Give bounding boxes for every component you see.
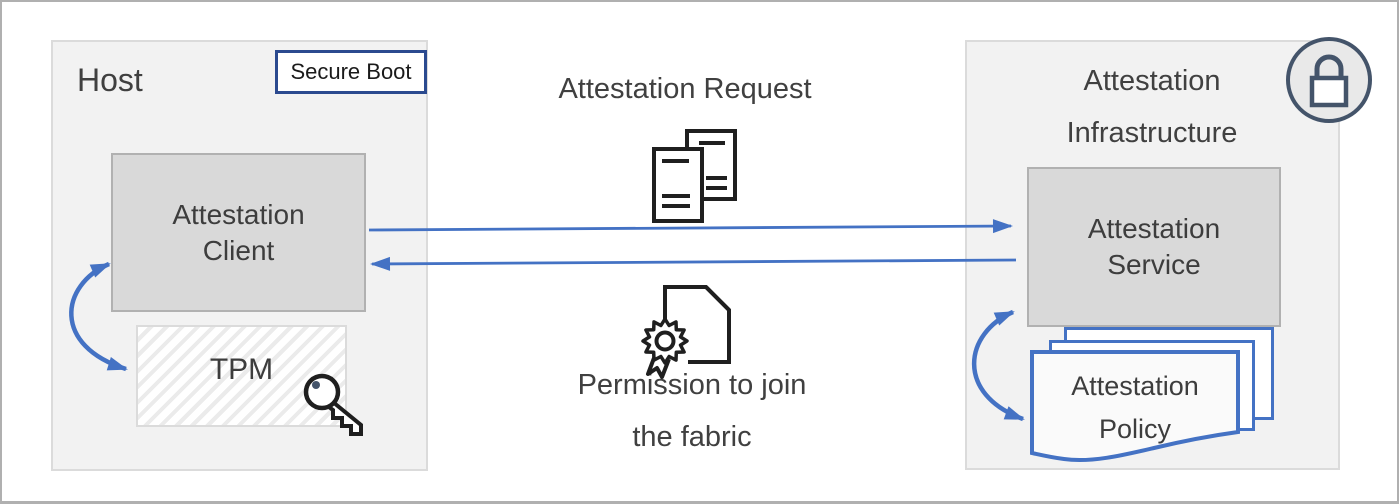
certificate-seal-icon (641, 285, 731, 379)
permission-label-line1: Permission to join (577, 369, 807, 401)
lock-icon (1286, 37, 1372, 123)
host-title: Host (77, 62, 143, 98)
response-arrow (370, 256, 1017, 271)
permission-label: Permission to join the fabric (542, 359, 842, 463)
attestation-policy-label-line1: Attestation (1071, 371, 1199, 401)
attestation-client-box: Attestation Client (111, 153, 366, 312)
attestation-infrastructure-title: Attestation Infrastructure (977, 55, 1327, 159)
attestation-service-label-line2: Service (1107, 249, 1201, 280)
attestation-request-label: Attestation Request (558, 73, 812, 105)
request-arrow (368, 219, 1013, 234)
attestation-client-label-line2: Client (202, 234, 275, 266)
attestation-infrastructure-container: Attestation Infrastructure Attestation S… (965, 40, 1340, 470)
attestation-service-box: Attestation Service (1027, 167, 1281, 327)
permission-label-line2: the fabric (632, 421, 752, 453)
secure-boot-badge: Secure Boot (275, 50, 427, 94)
attestation-policy-label-line2: Policy (1098, 414, 1172, 444)
tpm-box: TPM (136, 325, 347, 427)
documents-icon (652, 129, 737, 223)
secure-boot-label: Secure Boot (290, 59, 412, 84)
infrastructure-title-line1: Attestation (1083, 65, 1221, 97)
attestation-client-label-line1: Attestation (172, 198, 305, 230)
host-container: Host Secure Boot Attestation Client TPM (51, 40, 428, 471)
policy-doc-front (1030, 350, 1240, 463)
key-icon (303, 373, 363, 436)
attestation-service-label-line1: Attestation (1087, 213, 1221, 244)
infrastructure-title-line2: Infrastructure (1066, 117, 1238, 149)
tpm-label: TPM (209, 353, 274, 386)
attestation-policy-label: Attestation Policy (1035, 365, 1235, 451)
